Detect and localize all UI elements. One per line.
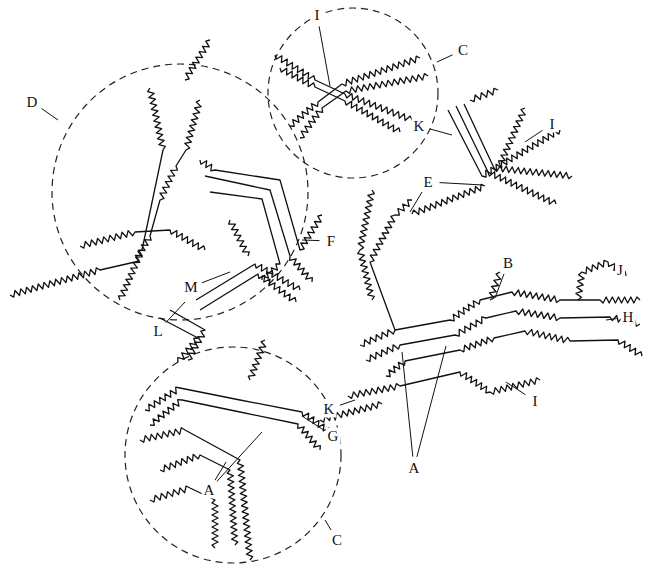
polymer-chain <box>358 190 375 300</box>
polymer-chain <box>386 329 642 376</box>
part-label: H <box>621 309 636 326</box>
part-label: M <box>182 279 199 296</box>
polymer-chain <box>160 318 198 362</box>
part-label: A <box>407 460 422 477</box>
leader-line <box>302 240 320 242</box>
polymer-chain <box>348 372 540 398</box>
leader-line <box>430 129 452 135</box>
part-label: E <box>421 174 434 191</box>
leader-line <box>319 26 330 86</box>
leader-line <box>325 520 331 530</box>
leader-line <box>525 130 542 142</box>
polymer-chain <box>10 100 201 297</box>
leader-line <box>410 192 422 212</box>
part-label: I <box>531 393 540 410</box>
part-label: K <box>412 118 427 135</box>
leader-line <box>417 346 446 457</box>
leader-line <box>340 400 355 405</box>
polymer-chain <box>464 104 572 179</box>
leader-line <box>495 274 504 298</box>
polymer-chain <box>248 340 265 380</box>
leader-line <box>402 352 413 457</box>
polymer-chain <box>489 272 500 300</box>
leader-line <box>606 319 617 320</box>
part-label: I <box>548 116 557 133</box>
leader-line <box>217 432 262 482</box>
polymer-chain <box>229 220 250 256</box>
polymer-chain <box>150 400 320 450</box>
part-label: D <box>25 94 40 111</box>
polymer-chain <box>80 230 205 250</box>
part-label: G <box>326 428 341 445</box>
polymer-chain <box>448 110 560 177</box>
polymer-chain <box>370 200 412 330</box>
leader-line <box>440 183 484 185</box>
polymer-chain <box>210 192 280 280</box>
polymer-chain <box>360 290 640 347</box>
part-label: K <box>322 401 337 418</box>
polymer-chain <box>576 260 626 300</box>
part-label: A <box>202 482 217 499</box>
part-label: L <box>151 323 164 340</box>
polymer-chain <box>185 40 210 80</box>
polymer-chain <box>366 309 640 362</box>
region-circle <box>125 347 341 563</box>
region-circle <box>52 64 308 320</box>
polymer-chain <box>275 55 412 121</box>
polymer-chain <box>119 88 166 300</box>
polymer-chain <box>200 274 296 310</box>
region-circle <box>268 8 438 178</box>
part-label: F <box>325 233 337 250</box>
leader-line <box>202 272 230 283</box>
part-label: I <box>313 7 322 24</box>
polymer-chain <box>200 160 322 250</box>
part-label: C <box>330 532 344 549</box>
leader-line <box>608 266 609 267</box>
leader-line <box>42 109 59 121</box>
part-label: B <box>501 255 515 272</box>
polymer-chain <box>160 454 238 545</box>
leader-line <box>166 302 185 323</box>
polymer-chain <box>300 74 428 138</box>
part-label: C <box>456 42 470 59</box>
leader-line <box>506 382 525 395</box>
polymer-chain <box>140 428 253 560</box>
leader-line <box>437 55 453 62</box>
leader-line <box>302 416 323 430</box>
part-label: J <box>615 262 625 279</box>
polymer-chain <box>470 88 498 101</box>
polymer-chain <box>499 108 526 165</box>
